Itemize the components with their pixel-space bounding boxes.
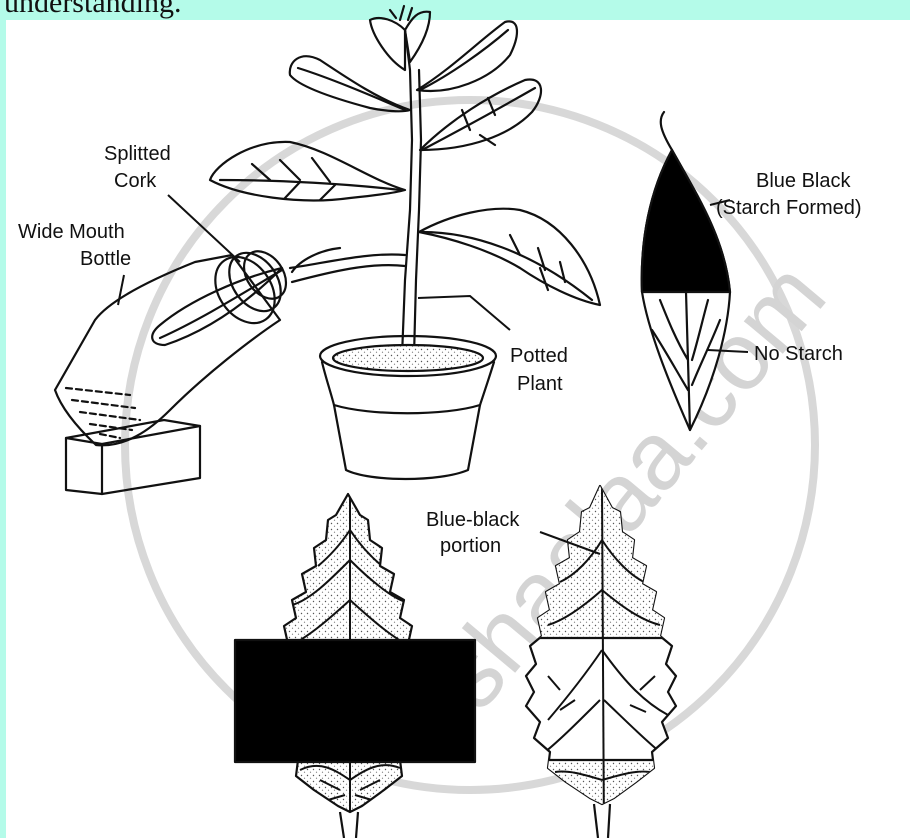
label-blue-black: Blue Black [756, 170, 851, 192]
plant-stem [402, 30, 412, 356]
label-bottle: Bottle [80, 248, 131, 270]
label-no-starch: No Starch [754, 343, 843, 365]
label-plant: Plant [517, 373, 563, 395]
potted-plant-illustration [210, 6, 600, 479]
plant-leaf [417, 21, 517, 91]
brick [66, 420, 200, 494]
pot-body [322, 362, 494, 479]
plant-leaf [419, 209, 600, 305]
label-blue-black-portion: Blue-black [426, 509, 520, 531]
label-wide-mouth: Wide Mouth [18, 221, 125, 243]
label-splitted: Splitted [104, 143, 171, 165]
label-portion: portion [440, 535, 501, 557]
plant-leaf [210, 142, 405, 201]
label-starch-formed: (Starch Formed) [716, 197, 862, 219]
plant-leaf [370, 18, 405, 70]
label-potted: Potted [510, 345, 568, 367]
black-paper-strip [235, 640, 475, 762]
label-cork: Cork [114, 170, 157, 192]
plant-leaf [290, 56, 410, 111]
